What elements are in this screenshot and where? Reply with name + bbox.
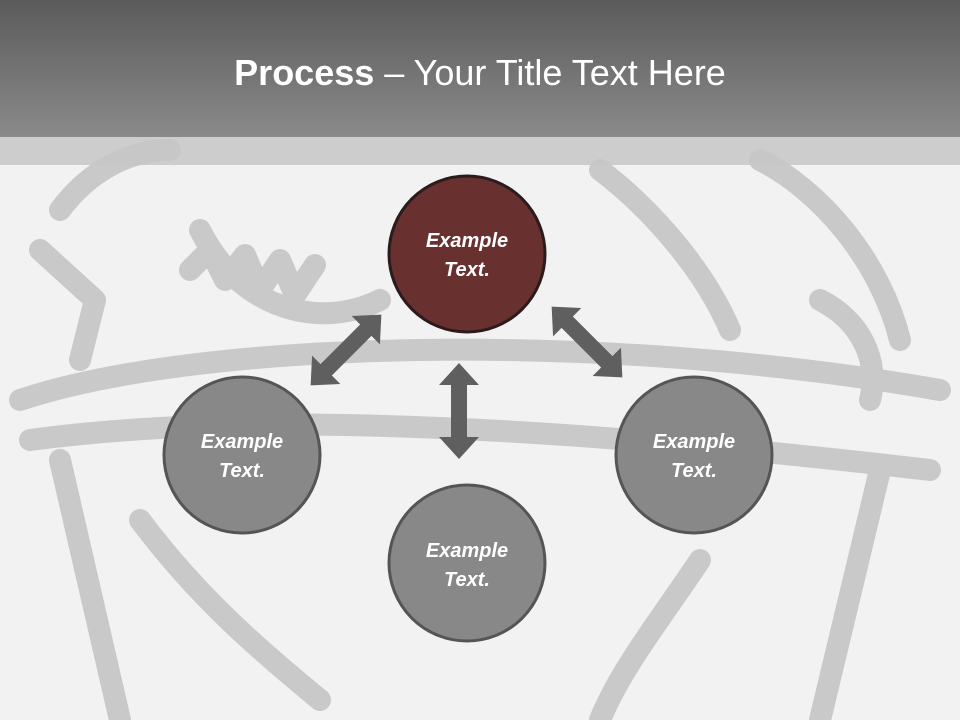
node-top-circle	[387, 174, 547, 334]
slide-title: Process – Your Title Text Here	[0, 52, 960, 94]
title-separator: –	[374, 52, 414, 93]
title-bold: Process	[234, 52, 375, 93]
arrow-top-right	[551, 306, 623, 378]
node-left-line1: Example	[201, 431, 283, 453]
node-left-circle	[162, 375, 322, 535]
node-top-line2: Text.	[444, 259, 490, 281]
title-rest: Your Title Text Here	[413, 52, 726, 93]
node-top-line1: Example	[426, 230, 508, 252]
node-bottom-circle	[387, 483, 547, 643]
node-right-line2: Text.	[671, 460, 717, 482]
arrow-top-left	[310, 314, 382, 386]
node-left: Example Text.	[162, 375, 322, 535]
node-right-circle	[614, 375, 774, 535]
node-bottom-line2: Text.	[444, 569, 490, 591]
node-left-line2: Text.	[219, 460, 265, 482]
arrow-vertical	[439, 363, 479, 459]
node-bottom-line1: Example	[426, 540, 508, 562]
node-right: Example Text.	[614, 375, 774, 535]
title-bar	[0, 0, 960, 137]
node-bottom: Example Text.	[387, 483, 547, 643]
arrows	[310, 306, 623, 459]
node-top: Example Text.	[387, 174, 547, 334]
node-right-line1: Example	[653, 431, 735, 453]
title-strip	[0, 137, 960, 165]
